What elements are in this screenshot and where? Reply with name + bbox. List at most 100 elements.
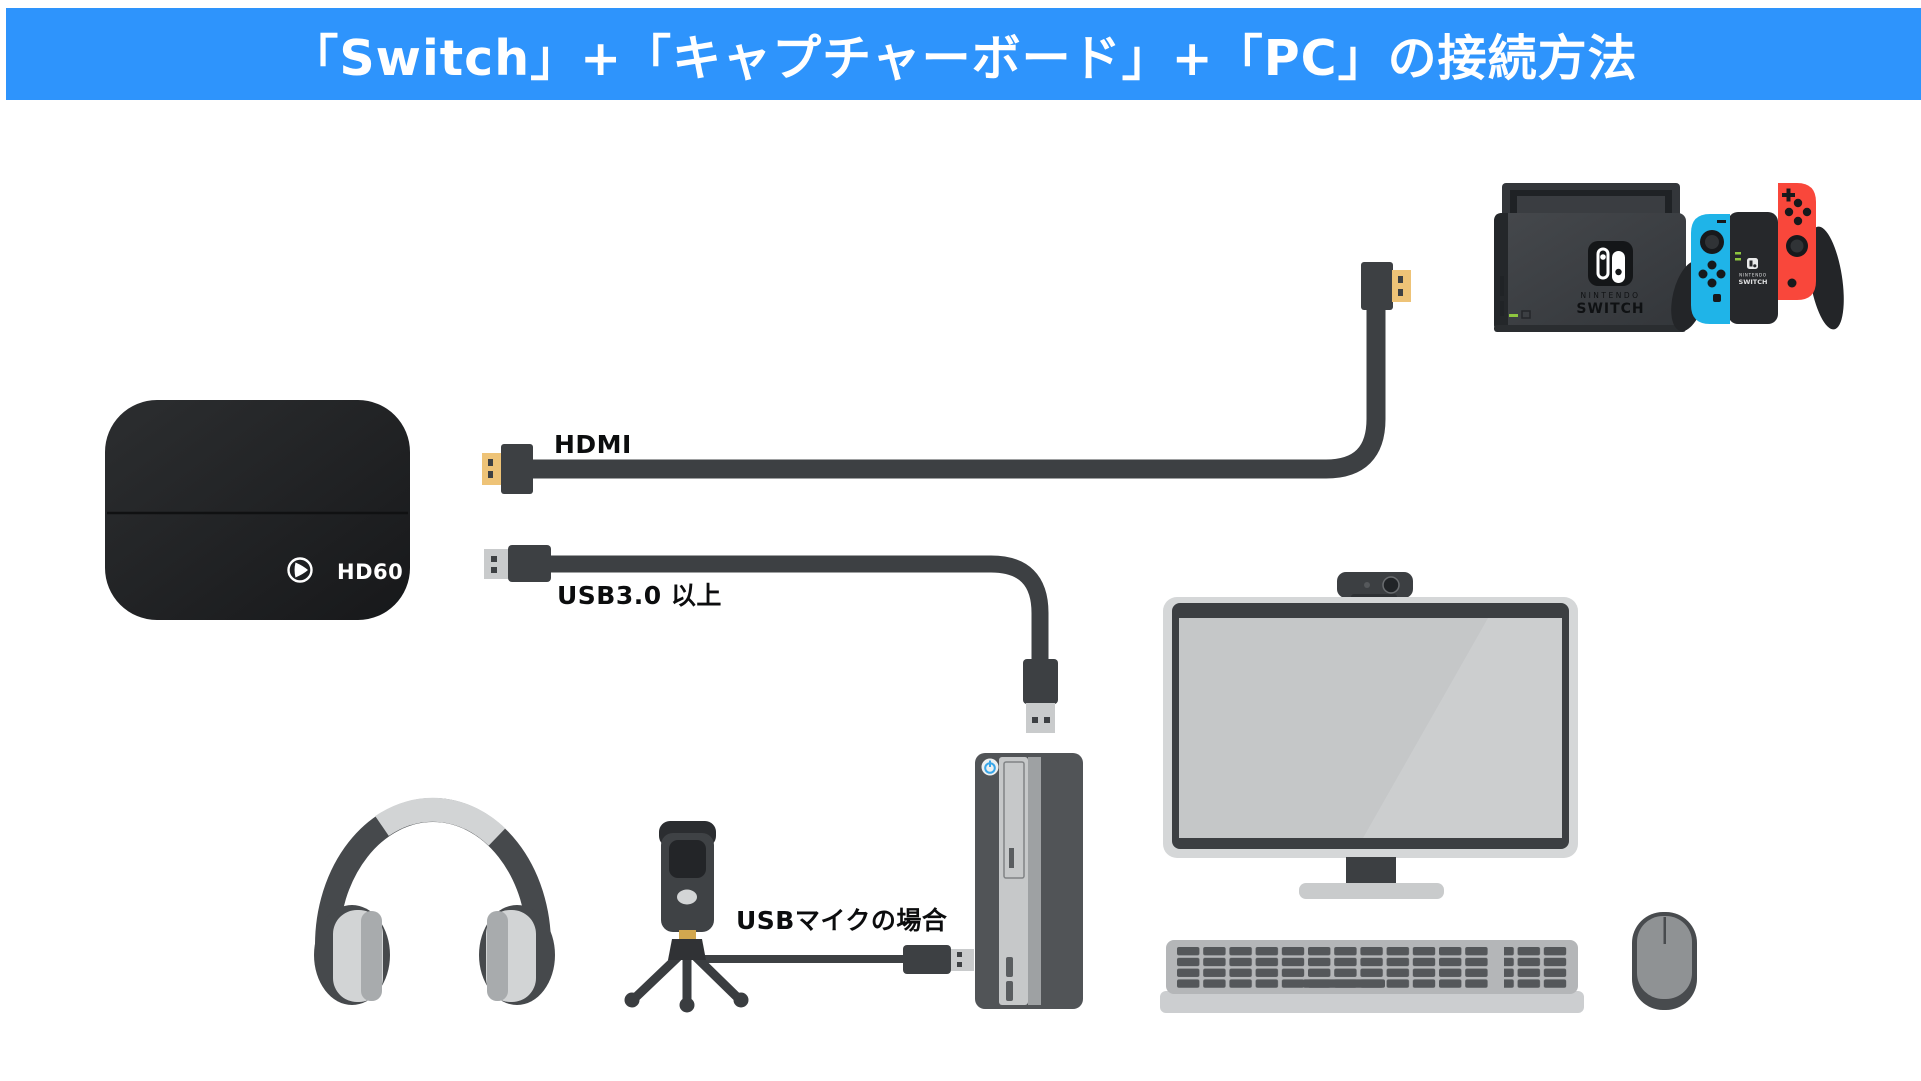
- mouse-top: [1637, 916, 1692, 999]
- mic-usb-plug-body: [903, 945, 951, 974]
- hdmi-plug-pin: [488, 471, 493, 478]
- capture-button: [1713, 294, 1721, 302]
- usb-plug-hole: [957, 952, 962, 957]
- grip-led: [1735, 258, 1741, 261]
- dpad-up-button: [1707, 260, 1717, 270]
- usb-plug-left-tip: [484, 549, 509, 579]
- title-banner: 「Switch」+「キャプチャーボード」+「PC」の接続方法: [6, 8, 1921, 100]
- pc-front-panel-shade: [1028, 757, 1041, 1005]
- usb-plug-hole: [1044, 717, 1050, 723]
- a-button: [1802, 207, 1812, 217]
- mic-stand-hub: [668, 939, 706, 960]
- left-analog-stick-top: [1705, 235, 1719, 249]
- elgato-logo-icon: [287, 557, 313, 583]
- optical-drive-slot: [1009, 848, 1014, 868]
- keyboard-numpad-keys: [1504, 947, 1570, 989]
- usb-plug-bottom-body: [1023, 659, 1058, 704]
- dpad-left-button: [1698, 269, 1708, 279]
- headphones: [314, 797, 555, 1005]
- keyboard-front-edge: [1160, 991, 1584, 1013]
- dock-brand-line1: NINTENDO: [1580, 291, 1640, 300]
- dock-vent: [1500, 301, 1504, 316]
- dock-brand-line2: SWITCH: [1576, 301, 1644, 317]
- grip-logo-dot: [1753, 264, 1757, 268]
- capture-card-body: [105, 400, 410, 620]
- b-button: [1793, 216, 1803, 226]
- switch-dock-left-edge: [1494, 213, 1508, 332]
- tripod-right-leg: [689, 950, 742, 1002]
- mic-usb-cable: [700, 945, 974, 974]
- elgato-logo-triangle: [294, 562, 308, 578]
- screen-reflection: [1363, 618, 1562, 838]
- pc-usb-port: [1006, 981, 1013, 1001]
- headphone-right-pad-shade: [487, 911, 508, 1001]
- hdmi-plug-pin: [488, 459, 493, 466]
- hdmi-plug-right-tip: [1392, 270, 1411, 302]
- dock-power-led: [1509, 314, 1518, 317]
- usb-plug-hole: [1032, 717, 1038, 723]
- tripod-foot: [733, 992, 749, 1008]
- headphone-band-pad: [375, 797, 506, 846]
- webcam-lens: [1382, 576, 1400, 594]
- keyboard: [1160, 940, 1584, 1013]
- right-analog-stick-top: [1790, 239, 1804, 253]
- plus-button-icon: [1786, 188, 1791, 202]
- tripod-left-leg: [631, 950, 685, 1002]
- dock-vent: [1500, 276, 1504, 296]
- usb-mic-label: USBマイクの場合: [736, 906, 948, 935]
- dock-window-icon: [1521, 310, 1531, 319]
- usb-plug-bottom-tip: [1026, 703, 1055, 733]
- mic-mute-button: [677, 889, 697, 905]
- switch-logo-right-dot: [1615, 268, 1622, 276]
- monitor: [1163, 572, 1578, 899]
- monitor-stand-base: [1299, 883, 1444, 899]
- mouse-button-divider: [1663, 917, 1666, 944]
- switch-logo-plate: [1588, 241, 1633, 286]
- mic-gold-ring: [679, 930, 696, 939]
- pc-usb-port: [1006, 957, 1013, 977]
- hdmi-plug-pin: [1398, 289, 1403, 296]
- mic-grille: [669, 840, 706, 878]
- hdmi-label: HDMI: [554, 430, 632, 459]
- grip-brand-line1: NINTENDO: [1739, 273, 1767, 278]
- nintendo-switch: NINTENDO SWITCH: [1494, 183, 1844, 332]
- hdmi-plug-pin: [1398, 276, 1403, 283]
- grip-logo-left: [1749, 260, 1753, 267]
- usb-plug-hole: [957, 962, 962, 967]
- usb-plug-left-body: [508, 545, 551, 582]
- hdmi-cable: [482, 262, 1411, 494]
- monitor-stand-neck: [1346, 857, 1396, 885]
- hdmi-plug-left-tip: [482, 453, 502, 485]
- capture-card: HD60 S: [105, 400, 427, 620]
- mic-usb-plug-tip: [951, 949, 974, 971]
- grip-brand-line2: SWITCH: [1739, 278, 1768, 286]
- capture-card-model: HD60 S: [337, 560, 427, 584]
- grip-right-handle: [1808, 226, 1844, 330]
- switch-logo-right-joycon: [1612, 251, 1625, 283]
- joycon-grip: NINTENDO SWITCH: [1671, 183, 1844, 332]
- x-button: [1793, 198, 1803, 208]
- switch-logo-left-dot: [1600, 254, 1606, 260]
- pc-front-panel: [999, 757, 1028, 1005]
- tripod-foot: [679, 997, 695, 1013]
- mouse: [1632, 912, 1697, 1010]
- usb-cable-line: [550, 555, 1049, 661]
- hdmi-cable-line: [533, 305, 1386, 479]
- keyboard-spacebar: [1303, 979, 1385, 988]
- hdmi-plug-left-body: [501, 444, 533, 494]
- minus-button-icon: [1717, 220, 1726, 223]
- y-button: [1784, 207, 1794, 217]
- grip-led: [1735, 252, 1741, 255]
- switch-dock-base: [1494, 325, 1686, 332]
- usb-plug-hole: [491, 567, 497, 573]
- usb-cable: [484, 545, 1058, 733]
- page-title: 「Switch」+「キャプチャーボード」+「PC」の接続方法: [289, 29, 1638, 87]
- pc-tower: [975, 753, 1083, 1009]
- elgato-logo-circle: [287, 557, 313, 583]
- dpad-right-button: [1716, 269, 1726, 279]
- usb-plug-hole: [491, 556, 497, 562]
- hdmi-plug-right-body: [1361, 262, 1393, 310]
- usb-microphone: [624, 821, 749, 1013]
